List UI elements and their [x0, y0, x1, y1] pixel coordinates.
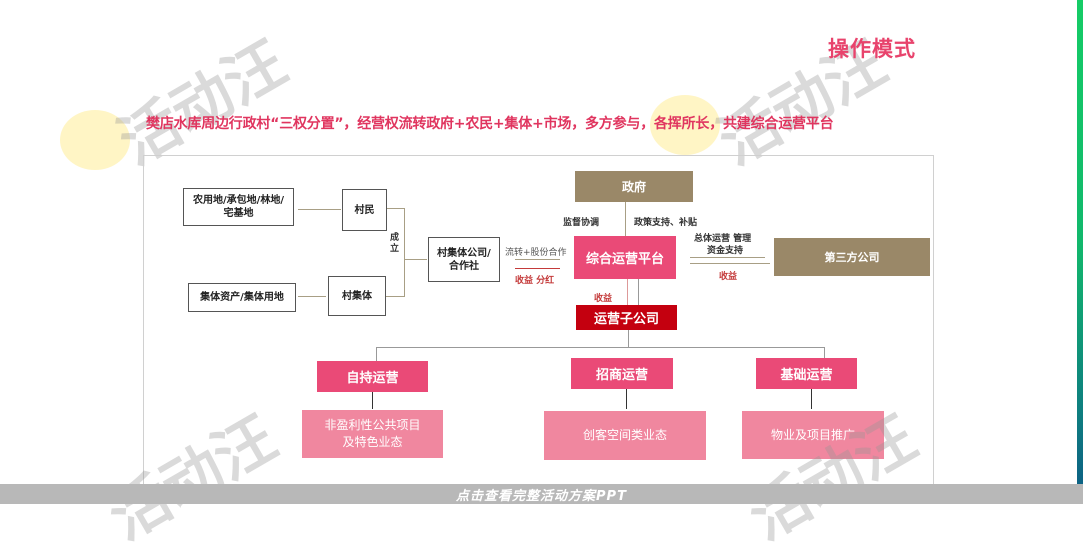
subsidiary-box: 运营子公司 — [576, 305, 677, 330]
connector — [628, 330, 629, 347]
branch-investment-operated: 招商运营 — [571, 358, 673, 389]
platform-box: 综合运营平台 — [574, 236, 676, 279]
connector — [824, 347, 825, 360]
connector — [376, 347, 824, 348]
arrow-platform-to-third — [690, 263, 770, 264]
arrow-land-villagers — [298, 209, 341, 210]
connector — [386, 296, 404, 297]
supervise-label: 监督协调 — [563, 218, 600, 228]
assets-box: 集体资产/集体用地 — [188, 283, 296, 312]
arrow-third-to-platform — [690, 257, 765, 258]
arrow-gov-platform — [625, 202, 626, 237]
arrow-down — [811, 389, 812, 409]
result-basic-operated: 物业及项目推广 — [742, 411, 884, 459]
villagers-box: 村民 — [342, 189, 387, 231]
branch-basic-operated: 基础运营 — [756, 358, 857, 389]
dividend-label: 收益 分红 — [515, 276, 555, 286]
arrow-transfer — [515, 259, 560, 260]
third-party-box: 第三方公司 — [774, 238, 930, 276]
connector — [376, 347, 377, 361]
arrow-down — [626, 389, 627, 409]
arrow-platform-subsidiary — [638, 279, 639, 306]
establish-label: 成立 — [390, 233, 400, 254]
subsidiary-income-label: 收益 — [594, 294, 613, 304]
land-box: 农用地/承包地/林地/宅基地 — [183, 188, 294, 226]
page-title: 操作模式 — [828, 37, 916, 61]
transfer-label: 流转+股份合作 — [505, 248, 567, 258]
branch-self-operated: 自持运营 — [317, 361, 428, 392]
view-full-ppt-button[interactable]: 点击查看完整活动方案PPT — [0, 484, 1083, 504]
mascot-watermark-icon — [60, 110, 130, 170]
village-collective-box: 村集体 — [328, 276, 386, 316]
result-self-operated: 非盈利性公共项目及特色业态 — [302, 410, 443, 458]
third-party-in-label-1: 总体运营 管理 — [694, 234, 752, 244]
arrow-down — [372, 392, 373, 409]
collective-company-box: 村集体公司/合作社 — [428, 237, 500, 282]
side-accent-bar — [1077, 0, 1083, 484]
page-subtitle: 樊店水库周边行政村“三权分置”，经营权流转政府+农民+集体+市场，多方参与，各挥… — [146, 116, 834, 132]
connector — [404, 208, 405, 297]
view-full-ppt-label: 点击查看完整活动方案PPT — [456, 488, 627, 504]
arrow-assets-collective — [298, 296, 326, 297]
connector — [404, 259, 427, 260]
third-party-in-label-2: 资金支持 — [707, 246, 744, 256]
third-party-income-label: 收益 — [719, 272, 738, 282]
government-box: 政府 — [575, 171, 693, 202]
policy-label: 政策支持、补贴 — [634, 218, 698, 228]
result-investment-operated: 创客空间类业态 — [544, 411, 706, 460]
connector — [387, 208, 404, 209]
arrow-dividend — [515, 268, 560, 269]
arrow-subsidiary-platform — [627, 279, 628, 306]
